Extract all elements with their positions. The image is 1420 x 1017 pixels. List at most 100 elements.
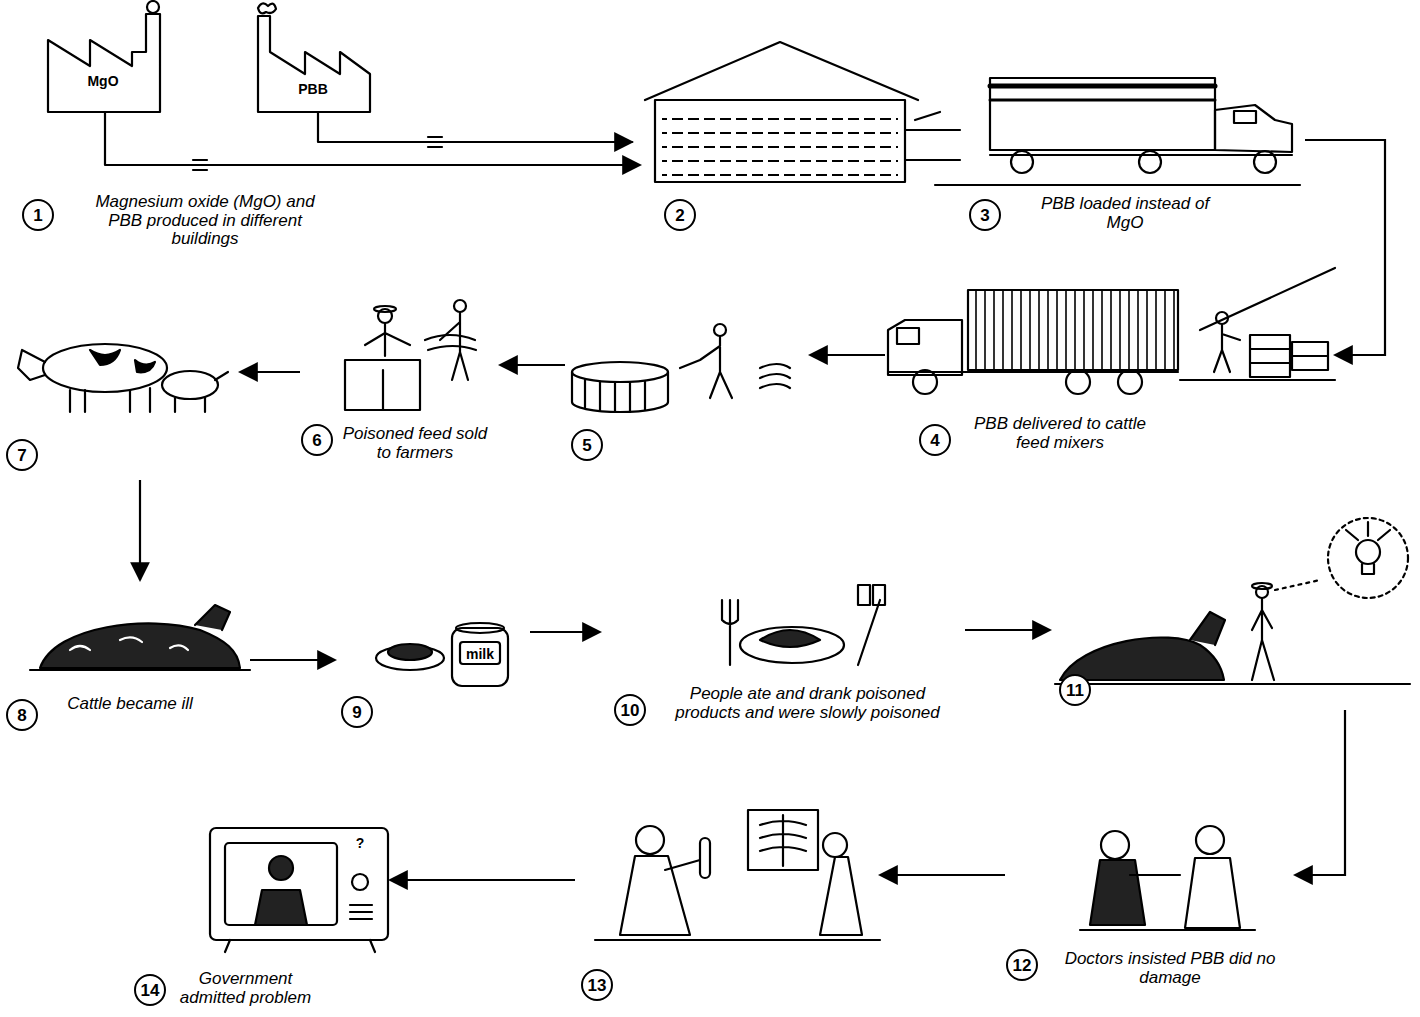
warehouse [905,129,960,131]
truck [990,84,1215,89]
truck [935,184,1300,186]
warehouse [905,159,960,161]
idea-farmer [1252,583,1272,589]
doctors [1130,874,1180,876]
television [269,856,293,880]
step-number: 1 [22,199,54,231]
lab-test [820,857,862,935]
flow-arrow [390,879,575,881]
truck [990,99,1215,102]
flow-arrow [880,874,1005,876]
step-panel: 9 [335,605,530,735]
idea-farmer [1346,522,1390,574]
step-panel: 4 PBB delivered to cattle feed mixers [885,260,1335,490]
farmer-figure [345,360,420,410]
step-caption: Doctors insisted PBB did no damage [1045,950,1295,987]
pipe-line [105,112,375,165]
delivery-truck [968,290,1178,370]
step-panel: 2 [640,35,925,240]
flow-arrow [810,354,885,356]
delivery-truck [1180,379,1335,381]
sick-cow [30,669,250,671]
knob-label: ? [352,836,368,850]
television [352,874,368,890]
feed-mixer [760,364,790,388]
farmer-figure [382,370,384,410]
step-caption: PBB delivered to cattle feed mixers [960,415,1160,452]
pipe-line [193,169,207,171]
cow [18,344,228,412]
step-panel: 13 [575,805,880,1005]
building-label: PBB [288,82,338,96]
idea-farmer [1190,612,1225,645]
step-number: 4 [919,424,951,456]
idea-farmer [1328,518,1408,598]
factory-building [48,1,370,112]
factory-building [48,14,160,112]
lab-test [748,810,818,870]
farmer-figure [345,300,476,410]
step-panel: 1 Magnesium oxide (MgO) and PBB produced … [15,5,375,260]
lab-test [595,939,880,941]
delivery-truck [888,268,1335,394]
doctors [1080,929,1255,931]
pipe-line [428,136,442,138]
feed-mixer [572,324,790,412]
cow [18,350,45,380]
step-number: 6 [301,424,333,456]
truck [935,78,1300,185]
flow-arrow [1305,140,1385,355]
lab-test [700,838,710,878]
meal-setting [858,585,870,605]
factory-building [147,1,159,13]
meat-and-milk [388,644,432,660]
lab-test [665,860,700,870]
pipe-line [428,146,442,148]
lab-test [595,810,880,940]
delivery-truck [913,370,937,394]
meal-setting [858,600,880,665]
farmer-figure [425,335,476,350]
idea-farmer [1060,638,1224,680]
sick-cow [195,605,230,630]
meal-setting [722,600,738,665]
idea-farmer [1252,598,1274,680]
step-panel: 11 [1050,575,1412,710]
lab-test [620,856,690,935]
cow [43,344,167,392]
warehouse [662,108,898,176]
meal-setting [740,627,844,663]
jar-label: milk [460,647,500,661]
meal-setting [760,630,820,647]
pipe-line [318,112,632,142]
idea-farmer [1055,683,1410,685]
delivery-truck [897,328,919,344]
step-number: 2 [664,199,696,231]
step-caption: People ate and drank poisoned products a… [655,685,960,722]
step-panel: 3PBB loaded instead of MgO [930,70,1305,240]
step-number: 7 [6,439,38,471]
step-panel: 5 [565,330,810,470]
flow-arrow [1295,710,1345,875]
step-panel: 12Doctors insisted PBB did no damage [1005,815,1295,1005]
step-caption: Magnesium oxide (MgO) and PBB produced i… [85,193,325,249]
step-number: 14 [134,974,166,1006]
delivery-truck [1250,335,1290,349]
step-number: 9 [341,696,373,728]
truck [1254,151,1276,173]
warehouse [655,100,905,182]
step-caption: PBB loaded instead of MgO [1025,195,1225,232]
step-number: 12 [1006,949,1038,981]
flow-arrow [139,480,141,580]
truck [1011,151,1033,173]
sick-cow [30,605,250,670]
television [210,828,388,952]
meal-setting [722,585,885,665]
warehouse [645,42,960,182]
meal-setting [873,585,885,605]
step-panel: 14Government admitted problem [130,810,390,1015]
